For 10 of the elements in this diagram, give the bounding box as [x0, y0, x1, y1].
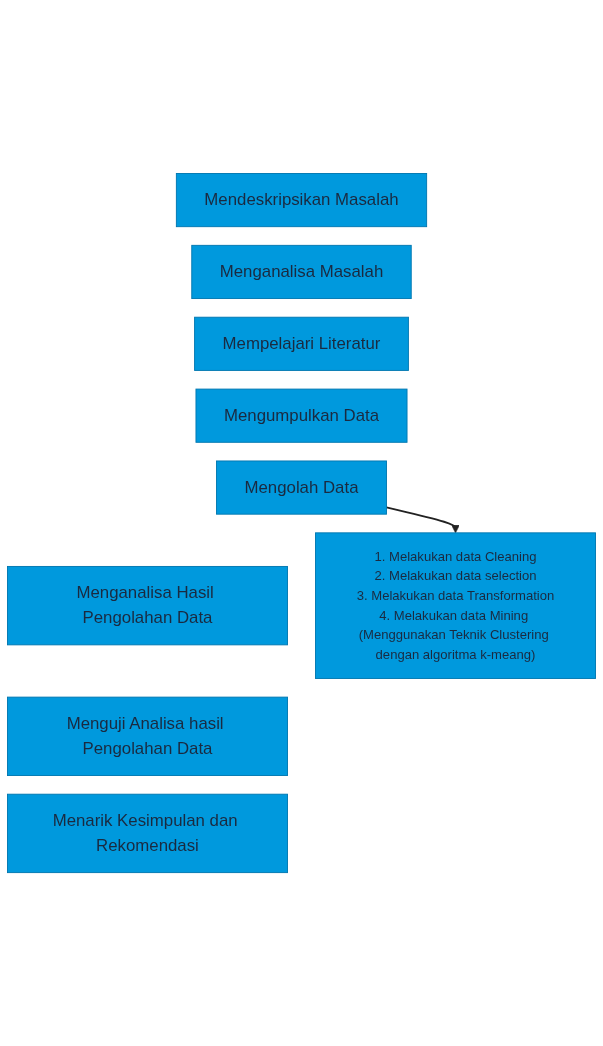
node-box: Menguji Analisa hasil Pengolahan Data — [7, 696, 288, 776]
node-box: Mengolah Data — [216, 460, 387, 515]
node-box: 1. Melakukan data Cleaning 2. Melakukan data selection 3. Melakukan data Transformation 4. Melakukan data Mining (Menggunakan Teknik Clustering dengan algoritma k-meang) — [315, 532, 596, 679]
node-box: Menarik Kesimpulan dan Rekomendasi — [7, 793, 288, 874]
node-box: Menganalisa Masalah — [191, 244, 412, 299]
node-box: Mendeskripsikan Masalah — [175, 172, 428, 228]
node-box: Mengumpulkan Data — [195, 388, 408, 443]
node-box: Menganalisa Hasil Pengolahan Data — [7, 565, 288, 646]
arrow — [385, 506, 460, 534]
node-box: Mempelajari Literatur — [194, 316, 409, 371]
